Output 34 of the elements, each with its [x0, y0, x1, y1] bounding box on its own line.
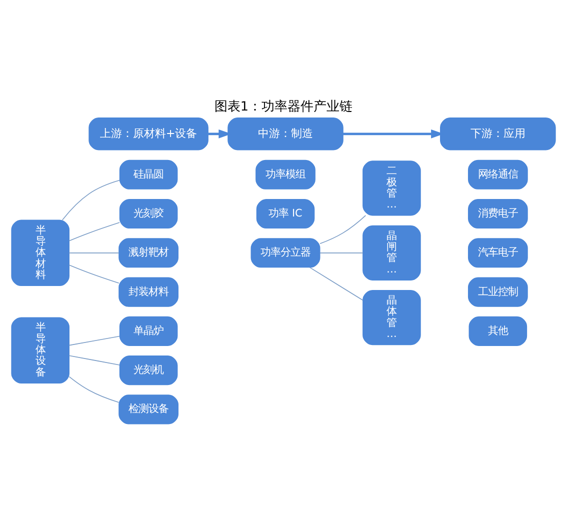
- node-box: 检测设备: [118, 394, 178, 424]
- node-box: 功率 IC: [256, 199, 315, 229]
- connector: [320, 215, 366, 244]
- connector: [309, 267, 364, 301]
- connector: [68, 376, 120, 403]
- node-box: 半导体设备: [11, 317, 70, 384]
- node-box: 光刻机: [119, 356, 178, 386]
- node-box: 其他: [468, 316, 528, 346]
- connector: [320, 252, 364, 254]
- node-box: 中游：制造: [228, 118, 344, 150]
- node-box: 单晶炉: [119, 316, 178, 346]
- node-box: 晶闸管…: [362, 225, 421, 280]
- node-box: 硅晶圆: [119, 160, 178, 190]
- diagram-title: 图表1：功率器件产业链: [214, 100, 353, 115]
- node-box: 汽车电子: [468, 238, 528, 268]
- node-box: 功率模组: [256, 160, 316, 190]
- node-box: 功率分立器: [250, 238, 320, 268]
- node-box: 晶体管…: [362, 290, 421, 346]
- node-box: 上游：原材料+设备: [88, 118, 208, 150]
- connector: [68, 336, 120, 346]
- connector: [68, 355, 120, 366]
- node-box: 消费电子: [468, 199, 528, 229]
- connector: [62, 180, 120, 220]
- node-box: 封装材料: [118, 277, 178, 307]
- connector: [68, 252, 120, 254]
- node-box: 半导体材料: [11, 220, 70, 286]
- connector: [68, 264, 120, 284]
- node-box: 溅射靶材: [118, 238, 178, 268]
- node-box: 光刻胶: [119, 199, 178, 229]
- node-box: 二极管…: [362, 160, 421, 216]
- connector: [68, 222, 120, 242]
- node-box: 工业控制: [468, 277, 528, 307]
- node-box: 下游：应用: [440, 118, 556, 150]
- node-box: 网络通信: [468, 160, 528, 190]
